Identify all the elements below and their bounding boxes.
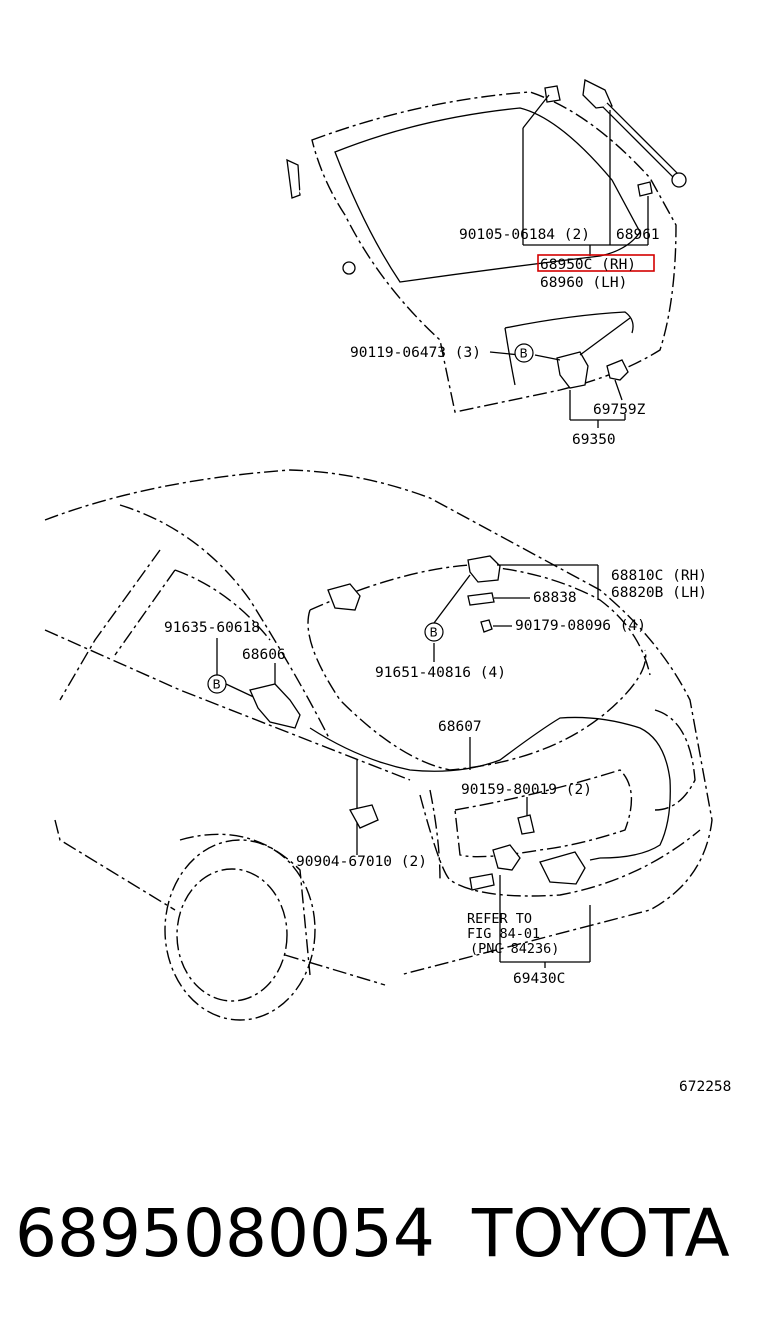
- callout-b-top: [514, 343, 534, 363]
- callout-b-left: [207, 674, 227, 694]
- label-90904: 90904-67010 (2): [296, 854, 427, 870]
- label-68838: 68838: [533, 590, 577, 606]
- label-69350: 69350: [572, 432, 616, 448]
- label-refer-line2: FIG 84-01: [467, 926, 540, 942]
- lock-assembly: [489, 317, 631, 428]
- callout-b-left-label: B: [213, 678, 221, 692]
- callout-b-center-label: B: [430, 626, 438, 640]
- label-91651: 91651-40816 (4): [375, 665, 506, 681]
- hinge-parts: [327, 555, 501, 633]
- label-90119: 90119-06473 (3): [350, 345, 481, 361]
- left-gas-stay: [286, 158, 356, 275]
- label-69430c: 69430C: [513, 971, 565, 987]
- callout-b-top-label: B: [520, 347, 528, 361]
- footer-part-number: 6895080054: [15, 1195, 435, 1272]
- right-gas-stay: [544, 79, 687, 197]
- label-68820b: 68820B (LH): [611, 585, 707, 601]
- footer-brand: TOYOTA: [471, 1195, 730, 1272]
- label-91635: 91635-60618: [164, 620, 260, 636]
- opener-and-latch: [249, 683, 586, 891]
- cable-end: [589, 857, 601, 861]
- label-68960: 68960 (LH): [540, 275, 627, 291]
- callout-b-center: [424, 622, 444, 642]
- label-refer-line3: (PNC 84236): [470, 941, 559, 957]
- label-68961: 68961: [616, 227, 660, 243]
- top-leaders: [522, 94, 649, 256]
- label-68606: 68606: [242, 647, 286, 663]
- label-refer-line1: REFER TO: [467, 911, 532, 927]
- label-90105: 90105-06184 (2): [459, 227, 590, 243]
- vehicle-body-drawing: [44, 469, 713, 1021]
- label-90159: 90159-80019 (2): [461, 782, 592, 798]
- release-cable: [309, 716, 671, 859]
- bottom-leaders: [216, 564, 599, 968]
- label-68607: 68607: [438, 719, 482, 735]
- highlight-68950c: [537, 254, 655, 272]
- figure-number: 672258: [679, 1079, 731, 1095]
- label-69759z: 69759Z: [593, 402, 646, 418]
- back-door-drawing: [311, 91, 677, 413]
- label-68950c: 68950C (RH): [540, 257, 636, 273]
- label-90179: 90179-08096 (4): [515, 618, 646, 634]
- label-68810c: 68810C (RH): [611, 568, 707, 584]
